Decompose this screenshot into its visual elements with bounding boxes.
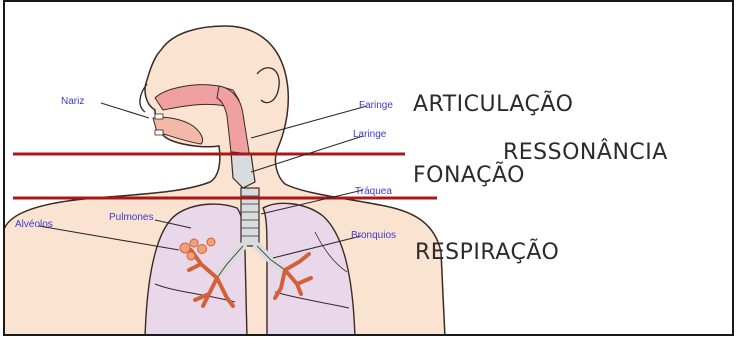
label-nariz: Nariz [61,96,84,107]
respiratory-diagram: Nariz Faringe Laringe Tráquea Pulmones A… [5,2,734,336]
teeth-upper [155,114,163,119]
label-pulmones: Pulmones [109,212,153,223]
stage-fonacao: FONAÇÃO [413,161,525,188]
label-faringe: Faringe [359,100,393,111]
stage-respiracao: RESPIRAÇÃO [415,238,559,265]
teeth-lower [155,130,163,135]
stage-ressonancia: RESSONÂNCIA [503,139,668,165]
stage-articulacao: ARTICULAÇÃO [413,90,573,117]
label-traquea: Tráquea [355,186,392,197]
label-bronquios: Bronquios [351,230,396,241]
diagram-frame: Nariz Faringe Laringe Tráquea Pulmones A… [3,0,734,336]
label-laringe: Laringe [353,129,387,140]
label-alveolos: Alvéolos [15,219,53,230]
leader-nariz [101,103,149,118]
